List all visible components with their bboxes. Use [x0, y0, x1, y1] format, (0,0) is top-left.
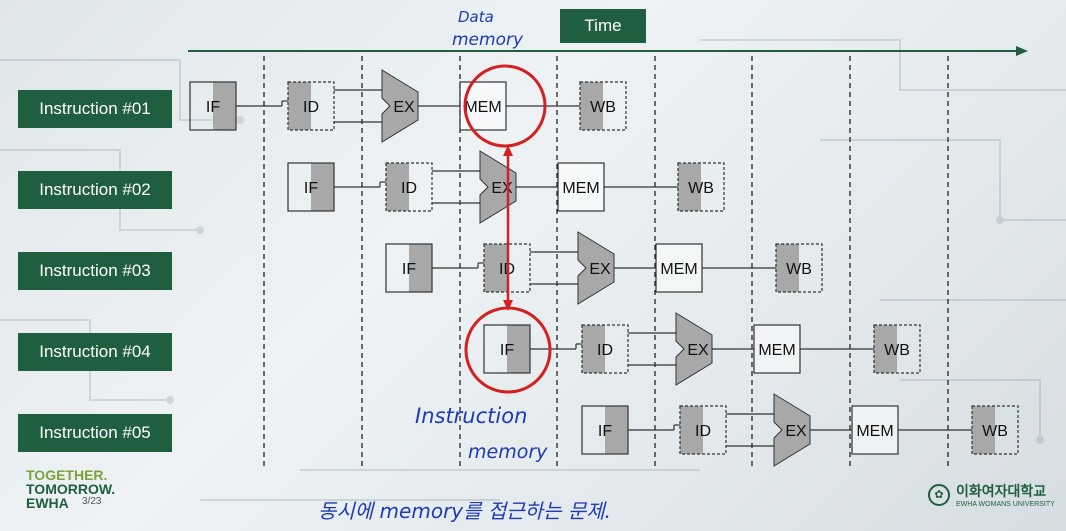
stage-mem-row-5: MEM [851, 405, 899, 455]
stage-label-wb: WB [786, 261, 812, 278]
stage-mem-row-4: MEM [753, 324, 801, 374]
time-label: Time [560, 9, 646, 43]
stage-label-if: IF [598, 423, 612, 440]
instruction-label-02: Instruction #02 [18, 171, 172, 209]
stage-label-mem: MEM [464, 99, 501, 116]
instruction-memory-note-2: memory [468, 441, 548, 463]
structural-hazard-highlight [463, 64, 552, 394]
stage-ex-row-2: EX [479, 150, 517, 224]
stage-label-mem: MEM [562, 180, 599, 197]
stage-label-if: IF [402, 261, 416, 278]
time-axis-arrowhead [1016, 46, 1028, 56]
stage-ex-row-4: EX [675, 312, 713, 386]
data-memory-note-2: memory [452, 30, 524, 50]
university-seal-icon: ✿ [928, 483, 950, 506]
stage-if-row-1: IF [189, 81, 237, 131]
instruction-memory-note-1: Instruction [415, 404, 527, 428]
stage-label-if: IF [304, 180, 318, 197]
data-memory-note-1: Data [458, 8, 494, 26]
stage-label-id: ID [695, 423, 711, 440]
stage-ex-row-5: EX [773, 393, 811, 467]
stage-label-mem: MEM [856, 423, 893, 440]
stage-id-row-5: ID [679, 405, 727, 455]
data-memory-circle [463, 64, 547, 148]
page-number: 3/23 [82, 496, 102, 507]
stage-wb-row-4: WB [873, 324, 921, 374]
stage-wb-row-1: WB [579, 81, 627, 131]
stage-label-ex: EX [589, 261, 611, 278]
instruction-label-04: Instruction #04 [18, 333, 172, 371]
stage-label-wb: WB [982, 423, 1008, 440]
stage-mem-row-1: MEM [459, 81, 507, 131]
stage-mem-row-3: MEM [655, 243, 703, 293]
stage-id-row-2: ID [385, 162, 433, 212]
stage-ex-row-3: EX [577, 231, 615, 305]
stage-mem-row-2: MEM [557, 162, 605, 212]
stage-label-if: IF [500, 342, 514, 359]
stage-label-mem: MEM [660, 261, 697, 278]
university-name-en: EWHA WOMANS UNIVERSITY [956, 501, 1055, 508]
stage-if-row-3: IF [385, 243, 433, 293]
stage-wb-row-5: WB [971, 405, 1019, 455]
ewha-university-logo: ✿ 이화여자대학교 EWHA WOMANS UNIVERSITY [928, 481, 1055, 508]
stage-wb-row-3: WB [775, 243, 823, 293]
stage-label-id: ID [597, 342, 613, 359]
stage-id-row-1: ID [287, 81, 335, 131]
bottom-note: 동시에 memory를 접근하는 문제. [318, 499, 611, 523]
together-tomorrow-logo: TOGETHER. TOMORROW. EWHA [26, 467, 116, 511]
stage-label-ex: EX [687, 342, 709, 359]
stage-id-row-4: ID [581, 324, 629, 374]
university-name-ko: 이화여자대학교 [956, 483, 1047, 499]
stage-if-row-4: IF [483, 324, 531, 374]
stage-label-wb: WB [884, 342, 910, 359]
cycle-separators [263, 56, 949, 470]
instruction-label-01: Instruction #01 [18, 90, 172, 128]
instruction-label-03: Instruction #03 [18, 252, 172, 290]
stage-label-wb: WB [688, 180, 714, 197]
stage-if-row-5: IF [581, 405, 629, 455]
stage-label-if: IF [206, 99, 220, 116]
stage-label-id: ID [303, 99, 319, 116]
stage-label-ex: EX [491, 180, 513, 197]
stage-label-wb: WB [590, 99, 616, 116]
stage-ex-row-1: EX [381, 69, 419, 143]
stage-label-ex: EX [393, 99, 415, 116]
stage-if-row-2: IF [287, 162, 335, 212]
stage-label-id: ID [401, 180, 417, 197]
stage-label-ex: EX [785, 423, 807, 440]
stage-label-mem: MEM [758, 342, 795, 359]
stage-wb-row-2: WB [677, 162, 725, 212]
instruction-label-05: Instruction #05 [18, 414, 172, 452]
